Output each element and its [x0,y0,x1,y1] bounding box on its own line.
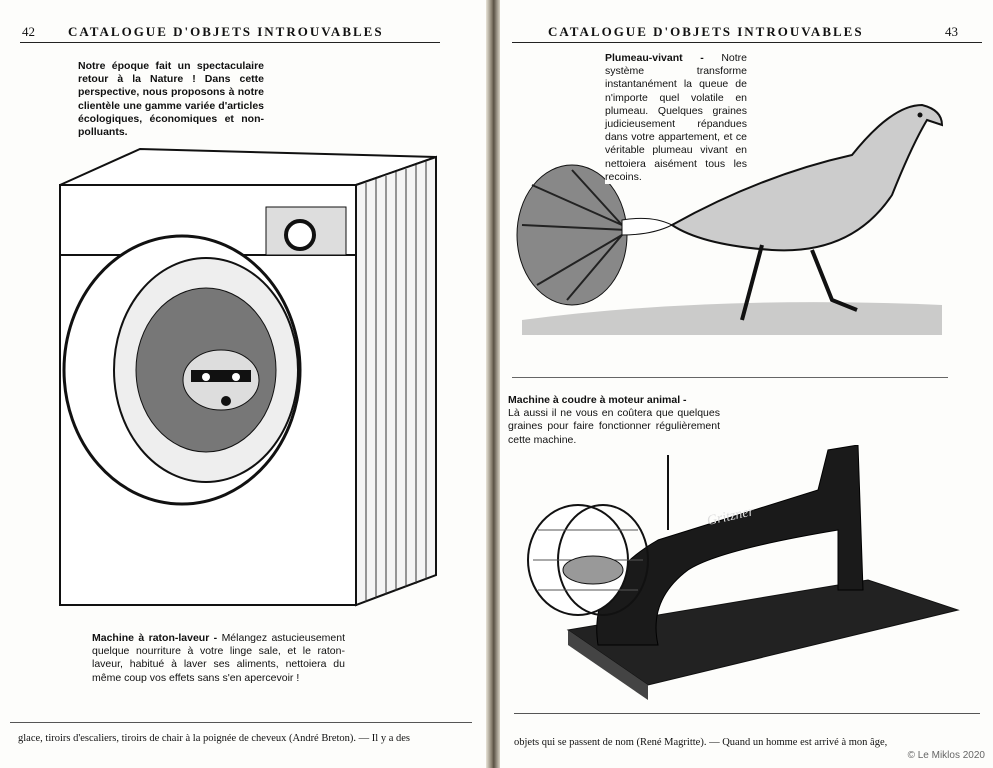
item-text: Notre système transforme instantanément … [605,52,747,183]
item-title: Plumeau-vivant - [605,52,704,64]
section-divider [512,377,948,378]
sewing-machine-caption: Machine à coudre à moteur animal -Là aus… [508,394,720,447]
feather-duster-icon [516,164,628,306]
footer-rule [514,713,980,714]
hamster-wheel-icon [527,504,649,616]
running-title: CATALOGUE D'OBJETS INTROUVABLES [68,24,384,39]
header-rule [512,42,982,43]
sewing-machine-illustration: Gritzner [527,445,960,700]
dial-icon [284,219,316,251]
machine-brand: Gritzner [706,504,756,529]
page-number: 43 [945,24,958,39]
raccoon-icon [135,287,277,453]
page-number: 42 [22,24,35,39]
item-title: Machine à coudre à moteur animal - [508,394,687,406]
book-gutter [486,0,500,768]
item-title: Machine à raton-laveur - [92,632,218,644]
right-page: CATALOGUE D'OBJETS INTROUVABLES 43 Plume… [500,0,993,768]
item-text: Là aussi il ne vous en coûtera que quelq… [508,407,720,446]
copyright-notice: © Le Miklos 2020 [907,750,985,761]
plumeau-caption: Plumeau-vivant - Notre système transform… [605,52,747,185]
header-rule [20,42,440,43]
footer-quote: glace, tiroirs d'escaliers, tiroirs de c… [18,733,410,744]
footer-quote: objets qui se passent de nom (René Magri… [514,737,888,748]
intro-text: Notre époque fait un spectaculaire retou… [78,60,264,140]
left-page: 42 CATALOGUE D'OBJETS INTROUVABLES Notre… [0,0,486,768]
washing-machine-illustration [59,147,437,607]
running-title: CATALOGUE D'OBJETS INTROUVABLES [548,24,864,39]
item-text: Mélangez astucieusement quelque nourritu… [92,632,346,684]
footer-rule [10,722,472,723]
raccoon-machine-caption: Machine à raton-laveur - Mélangez astuci… [92,632,345,685]
